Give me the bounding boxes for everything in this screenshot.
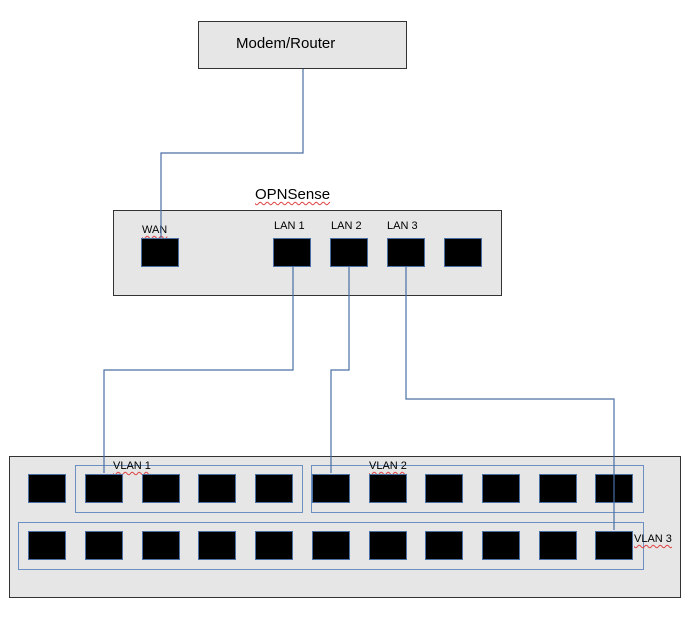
- switch-port-top-10: [539, 474, 577, 503]
- switch-port-top-2: [85, 474, 123, 503]
- switch-port-top-1: [28, 474, 66, 503]
- wan-label: WAN: [142, 224, 168, 236]
- switch-port-bottom-2: [85, 531, 123, 560]
- switch-port-top-7: [369, 474, 407, 503]
- wire-lan2-vlan2: [330, 267, 350, 473]
- switch-port-top-3: [142, 474, 180, 503]
- lan2-port: [330, 238, 368, 267]
- wire-lan1-vlan1: [103, 267, 294, 473]
- switch-port-bottom-7: [369, 531, 407, 560]
- lan3-label: LAN 3: [387, 220, 418, 232]
- switch-port-bottom-9: [482, 531, 520, 560]
- switch-port-bottom-8: [425, 531, 463, 560]
- vlan3-group: [18, 522, 644, 570]
- switch-port-bottom-5: [255, 531, 293, 560]
- vlan3-label: VLAN 3: [634, 533, 672, 545]
- lan3-port: [387, 238, 425, 267]
- wan-port: [141, 238, 179, 267]
- switch-port-bottom-11: [595, 531, 633, 560]
- switch-port-bottom-3: [142, 531, 180, 560]
- modem-router-label: Modem/Router: [236, 35, 336, 52]
- switch-port-top-4: [198, 474, 236, 503]
- lan2-label: LAN 2: [331, 220, 362, 232]
- lan1-port: [273, 238, 311, 267]
- spare-port: [444, 238, 482, 267]
- modem-router-box: Modem/Router: [198, 21, 407, 69]
- switch-port-top-11: [595, 474, 633, 503]
- firewall-title: OPNSense: [255, 186, 331, 203]
- switch-port-top-9: [482, 474, 520, 503]
- switch-port-bottom-1: [28, 531, 66, 560]
- lan1-label: LAN 1: [274, 220, 305, 232]
- vlan1-label: VLAN 1: [113, 460, 151, 472]
- switch-port-bottom-10: [539, 531, 577, 560]
- switch-port-top-8: [425, 474, 463, 503]
- switch-port-top-6: [312, 474, 350, 503]
- switch-port-top-5: [255, 474, 293, 503]
- switch-port-bottom-4: [198, 531, 236, 560]
- vlan2-label: VLAN 2: [369, 460, 407, 472]
- switch-port-bottom-6: [312, 531, 350, 560]
